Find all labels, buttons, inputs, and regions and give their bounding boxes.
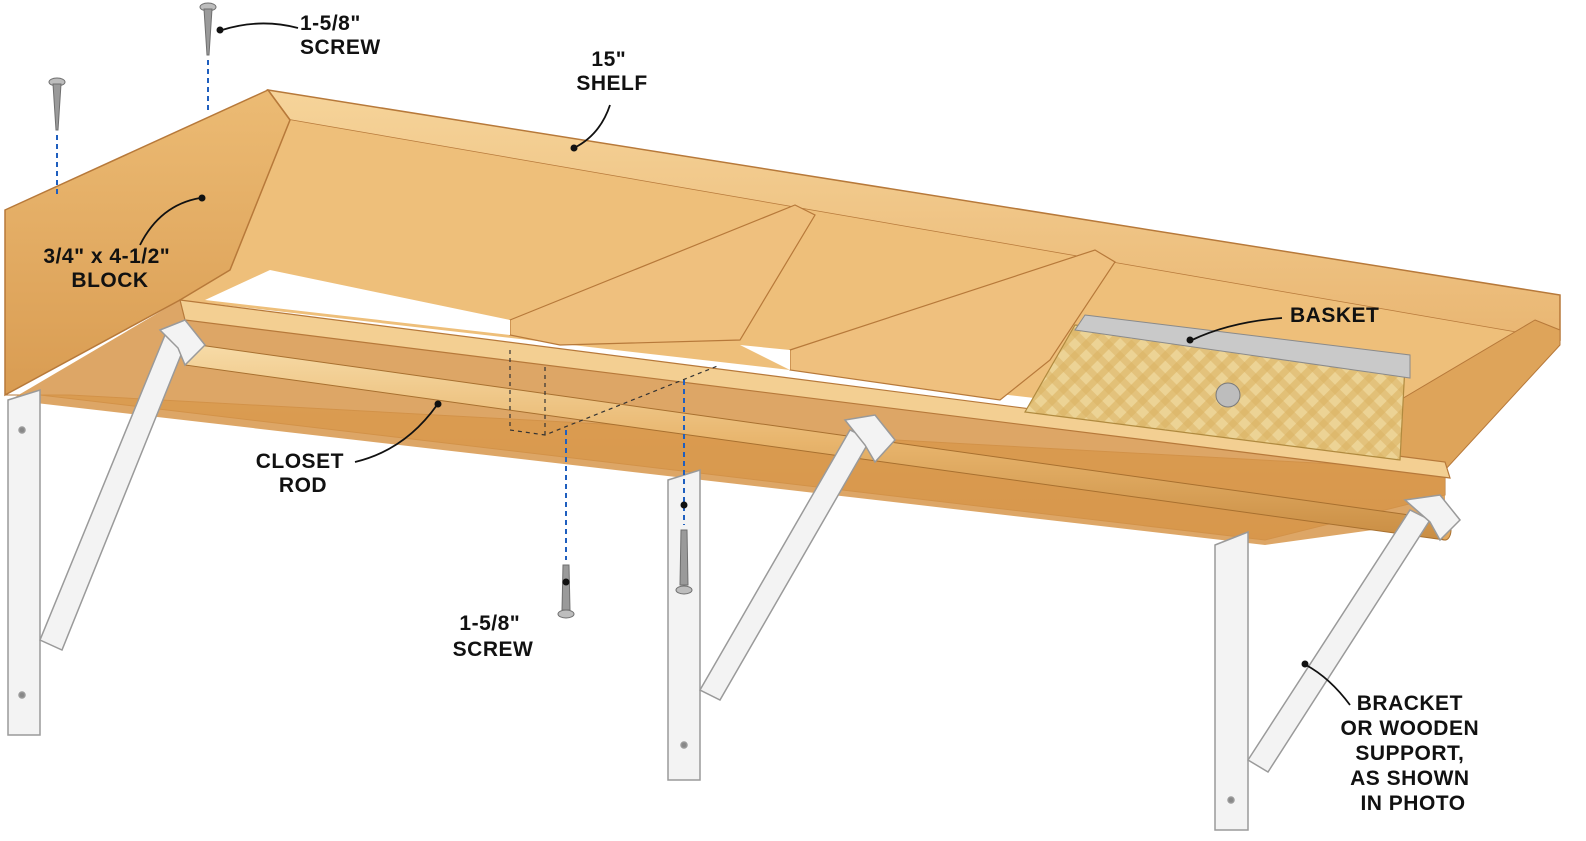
bracket-right bbox=[1214, 494, 1462, 831]
bracket-middle bbox=[667, 414, 896, 781]
screw-bottom-center bbox=[557, 430, 575, 619]
label-screw-top: 1-5/8" SCREW bbox=[300, 12, 381, 59]
label-screw-bottom: 1-5/8" SCREW bbox=[453, 612, 534, 661]
shelf-opening bbox=[205, 270, 510, 335]
label-block: 3/4" x 4-1/2" BLOCK bbox=[43, 245, 176, 292]
label-basket: BASKET bbox=[1290, 304, 1379, 327]
hidden-lines bbox=[509, 350, 721, 436]
basket-rim bbox=[1074, 314, 1411, 379]
front-lip bbox=[179, 299, 1451, 479]
leader-dots bbox=[198, 26, 1309, 668]
end-block bbox=[4, 89, 291, 397]
screw-top bbox=[199, 2, 217, 112]
label-shelf: 15" SHELF bbox=[576, 48, 647, 95]
shelf-opening-2 bbox=[740, 345, 790, 370]
bracket-left bbox=[7, 319, 207, 736]
leader-lines bbox=[139, 22, 1351, 706]
label-closet-rod: CLOSET ROD bbox=[256, 450, 351, 497]
basket-knob bbox=[1215, 382, 1241, 408]
screw-top-left bbox=[48, 77, 66, 195]
screw-bottom-bracket bbox=[675, 380, 693, 595]
basket bbox=[1024, 314, 1411, 461]
label-bracket: BRACKET OR WOODEN SUPPORT, AS SHOWN IN P… bbox=[1340, 692, 1485, 815]
